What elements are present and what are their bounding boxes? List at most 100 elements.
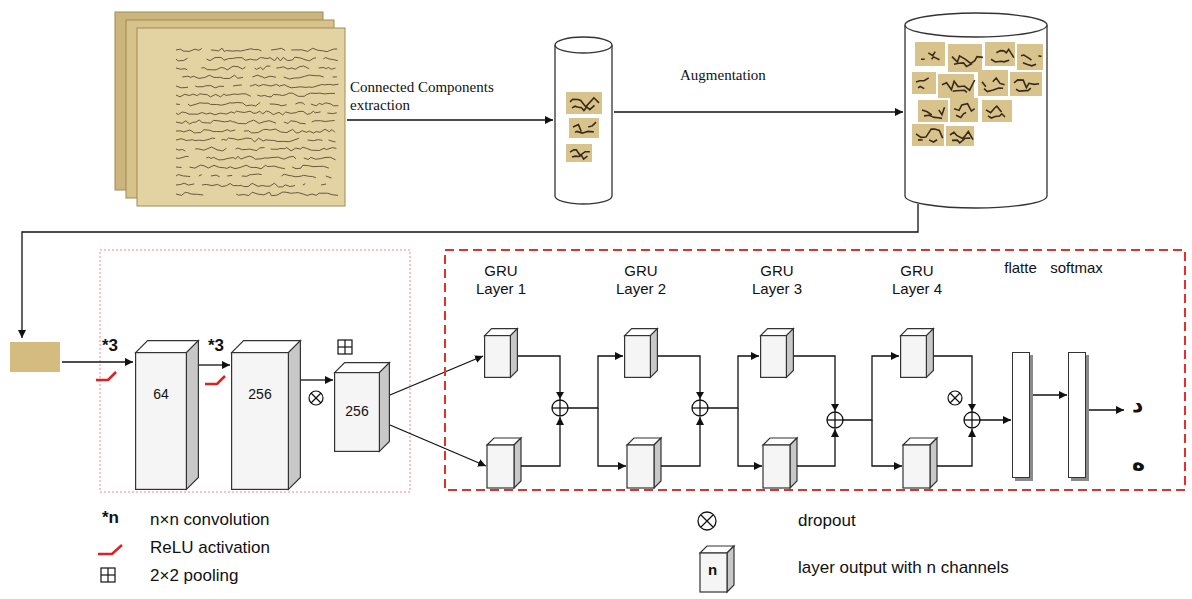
dataset-cylinder — [555, 37, 612, 204]
flow-connector — [518, 356, 623, 408]
word-image — [982, 100, 1012, 122]
feed-line — [22, 204, 918, 338]
flow-connector — [390, 356, 483, 395]
word-image — [948, 44, 983, 72]
gru-unit: GRU Layer 3 — [760, 328, 794, 378]
legend-text: layer output with n channels — [798, 558, 1009, 577]
cube-outline — [484, 328, 518, 378]
cnn-group-frame — [100, 250, 410, 492]
layer-heading: GRU Layer 1 — [472, 262, 530, 298]
layer-heading: GRU Layer 2 — [612, 262, 670, 298]
legend-channel-symbol: n — [708, 561, 717, 579]
legend-text: dropout — [798, 511, 856, 530]
legend-entry: 2×2 pooling — [150, 566, 238, 586]
convolution-symbol: *3 — [208, 336, 224, 356]
cube-top-face — [763, 438, 797, 445]
word-image — [938, 74, 975, 98]
gru-unit: GRU Layer 2 — [624, 328, 658, 378]
cube-front-face — [136, 353, 187, 490]
flow-connector — [199, 364, 230, 365]
gru-lower-unit — [763, 438, 797, 488]
process-step-label: Augmentation — [680, 66, 800, 84]
cube-front-face — [625, 336, 651, 378]
flatten-layer: flatte — [1012, 352, 1030, 478]
handwriting-line — [176, 120, 335, 124]
cube-front-face — [485, 336, 511, 378]
handwriting-line — [176, 84, 339, 88]
gru-unit: GRU Layer 4 — [900, 328, 934, 378]
cube-front-face — [761, 336, 787, 378]
cube-side-face — [186, 341, 198, 490]
handwriting-line — [176, 57, 338, 61]
word-image — [566, 92, 602, 114]
cube-front-face — [335, 373, 380, 452]
handwriting-line — [176, 111, 337, 115]
flow-connector — [794, 356, 899, 420]
cube-side-face — [930, 438, 937, 488]
sum-symbol — [964, 404, 980, 428]
cube-side-face — [514, 438, 521, 488]
process-arrow — [347, 119, 553, 121]
gru-lower-units — [487, 438, 937, 488]
layer-heading: softmax — [1050, 259, 1103, 277]
cube-side-face — [510, 329, 517, 378]
cube-front-face — [901, 336, 927, 378]
handwriting-line — [176, 93, 335, 97]
flow-connector — [934, 356, 1011, 420]
gru-unit: GRU Layer 1 — [484, 328, 518, 378]
cube-side-face — [379, 363, 389, 452]
layer-heading: flatte — [1004, 259, 1037, 277]
channel-count: 64 — [153, 386, 169, 402]
flow-connector — [658, 356, 759, 408]
cube-side-face — [727, 546, 734, 592]
cube-outline — [900, 328, 934, 378]
cube-side-face — [650, 329, 657, 378]
cube-outline — [231, 340, 301, 490]
softmax-layer: softmax — [1068, 352, 1086, 478]
handwriting-line — [176, 138, 336, 142]
word-image — [978, 70, 1008, 96]
word-image — [946, 126, 974, 146]
legend-text: ReLU activation — [150, 538, 270, 557]
legend-relu-sample — [98, 545, 122, 554]
flow-connector — [1030, 394, 1067, 395]
relu-mark — [96, 372, 116, 380]
word-image-snippets — [10, 42, 1043, 372]
gru-group-frame — [445, 250, 1185, 490]
cube-front-face — [627, 445, 654, 488]
word-image — [912, 72, 936, 94]
legend-entry: layer output with n channels — [798, 558, 1009, 578]
cube-top-face — [700, 546, 734, 553]
legend-pooling-sample — [101, 568, 115, 582]
cube-side-face — [786, 329, 793, 378]
handwriting-line — [176, 147, 336, 151]
dataset-cylinder — [905, 13, 1047, 208]
legend-entry: n×n convolution — [150, 510, 270, 530]
word-image — [1010, 72, 1042, 96]
word-image — [569, 118, 599, 138]
word-image — [10, 342, 60, 372]
cube-top-face — [627, 438, 661, 445]
cube-front-face — [763, 445, 790, 488]
conv-feature-block: 64 — [135, 340, 199, 490]
cube-side-face — [790, 438, 797, 488]
handwriting-line — [182, 75, 337, 79]
channel-count: 256 — [345, 403, 368, 419]
word-image — [566, 144, 592, 162]
word-image — [1017, 44, 1043, 70]
handwriting-line — [176, 192, 338, 196]
legend-dropout-sample — [698, 512, 716, 530]
handwriting-line — [176, 66, 335, 70]
word-image — [912, 124, 944, 146]
cube-side-face — [926, 329, 933, 378]
output-letter: ه — [1132, 450, 1145, 476]
gru-lower-unit — [627, 438, 661, 488]
cube-side-face — [288, 341, 300, 490]
manuscript-pages — [115, 12, 345, 206]
process-arrow — [614, 111, 903, 113]
layer-heading: GRU Layer 4 — [888, 262, 946, 298]
handwriting-line — [176, 165, 337, 169]
handwriting-line — [176, 129, 335, 133]
handwriting-line — [176, 156, 336, 160]
